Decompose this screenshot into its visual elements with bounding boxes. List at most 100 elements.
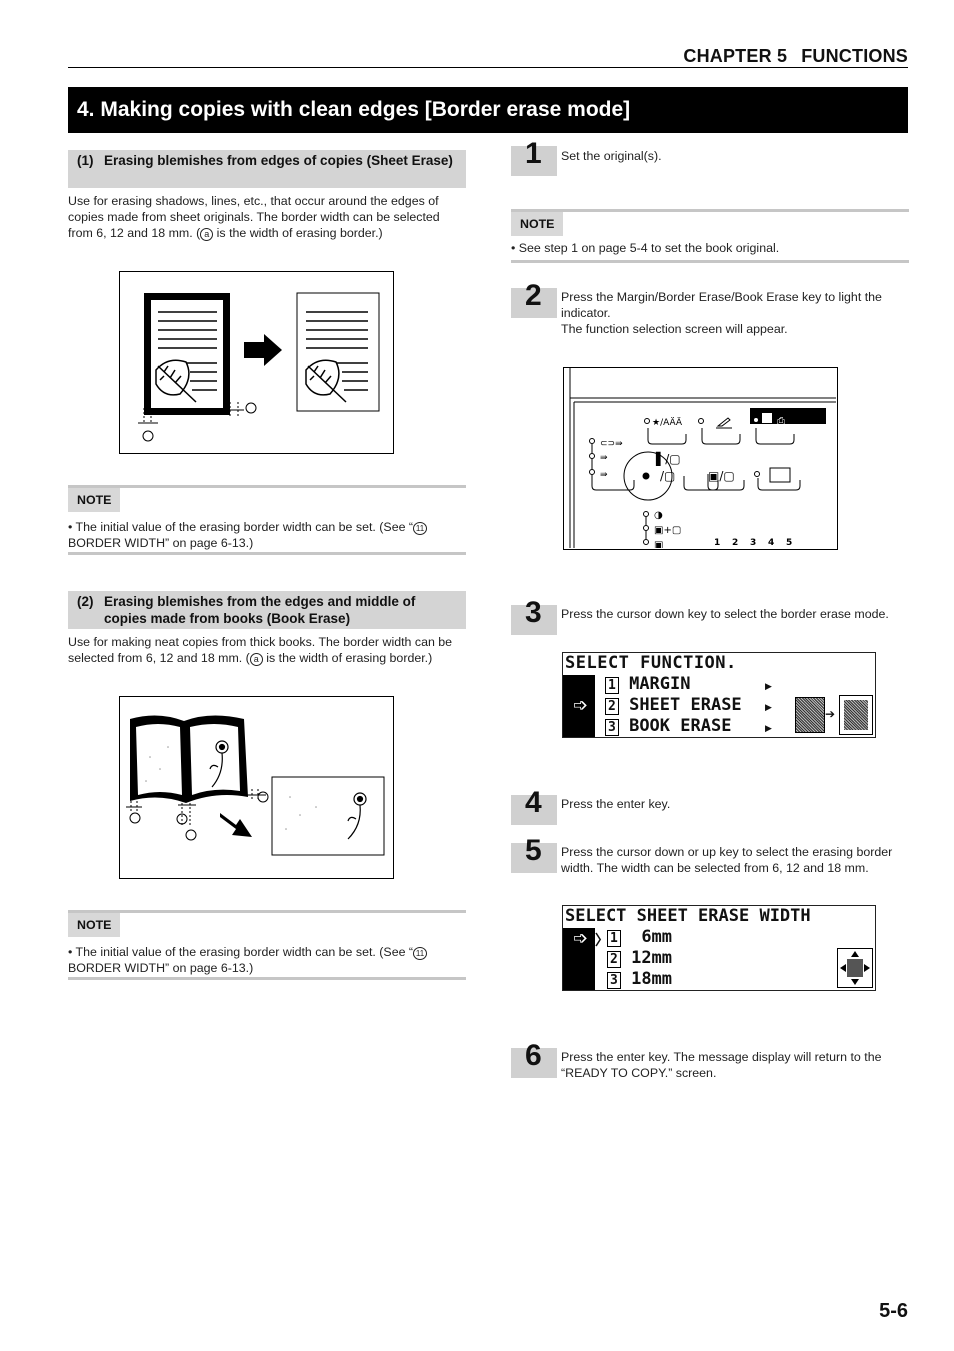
sheet-erase-description: Use for erasing shadows, lines, etc., th… bbox=[68, 193, 466, 241]
step-1-text: Set the original(s). bbox=[561, 149, 662, 163]
exposure-scale: 1 2 3 4 5 bbox=[714, 538, 792, 548]
sheet-erase-note-text: • The initial value of the erasing borde… bbox=[68, 512, 466, 559]
sheet-erase-text-2: is the width of erasing border.) bbox=[213, 226, 383, 240]
lcd-item-book-erase: 3 BOOK ERASE bbox=[605, 716, 731, 736]
lcd-width-6mm: 1 6mm bbox=[607, 927, 672, 947]
step-4-text: Press the enter key. bbox=[561, 797, 671, 811]
note-label: NOTE bbox=[68, 488, 121, 512]
book-erase-text-2: is the width of erasing border.) bbox=[262, 651, 433, 665]
book-border-markers bbox=[126, 789, 269, 841]
step-5-digit: 5 bbox=[525, 834, 542, 867]
svg-text:⇛: ⇛ bbox=[600, 470, 608, 480]
step-1-note: NOTE • See step 1 on page 5-4 to set the… bbox=[511, 209, 909, 263]
marker-11: 11 bbox=[413, 522, 428, 535]
step-3-number: 3 bbox=[511, 596, 557, 635]
note-label-2: NOTE bbox=[68, 913, 121, 937]
lcd-item-2-num: 2 bbox=[605, 698, 619, 715]
lcd-width-3-num: 3 bbox=[607, 972, 621, 989]
book-erase-heading: (2) Erasing blemishes from the edges and… bbox=[68, 591, 466, 629]
lcd-select-function: ➩ SELECT FUNCTION. 1 MARGIN 2 SHEET ERAS… bbox=[562, 652, 876, 738]
triangle-right-icon: ▶ bbox=[765, 681, 772, 691]
chapter-label: CHAPTER 5 bbox=[683, 46, 788, 66]
sheet-erase-heading-text: Erasing blemishes from edges of copies (… bbox=[104, 153, 453, 168]
lcd-width-18mm: 3 18mm bbox=[607, 969, 672, 989]
scale-2: 2 bbox=[732, 538, 738, 548]
lcd-width-3-label: 18mm bbox=[631, 969, 673, 989]
book-erase-text-1: Use for making neat copies from thick bo… bbox=[68, 635, 453, 665]
lcd-width-1-num: 1 bbox=[607, 930, 621, 947]
step-6-number: 6 bbox=[511, 1039, 557, 1078]
control-panel-illustration: ⎙ ★/AÄÄ ⊂⊃⇛ ⇛ ⇛ ▌/▢ bbox=[569, 368, 836, 551]
sheet-erase-preview-before bbox=[795, 697, 825, 733]
flower-icon bbox=[209, 740, 229, 788]
step-1-number: 1 bbox=[511, 137, 557, 176]
svg-text:▣+▢: ▣+▢ bbox=[654, 525, 681, 536]
sheet-erase-illustration bbox=[138, 292, 380, 442]
step-2-digit: 2 bbox=[525, 279, 542, 312]
sheet-erase-note: NOTE • The initial value of the erasing … bbox=[68, 485, 466, 555]
marker-a-2: a bbox=[249, 653, 263, 666]
step-4-digit: 4 bbox=[525, 786, 542, 819]
note-text-2: BORDER WIDTH” on page 6-13.) bbox=[68, 536, 254, 550]
book-erase-heading-text: Erasing blemishes from the edges and mid… bbox=[104, 594, 416, 626]
scale-3: 3 bbox=[750, 538, 756, 548]
lcd-item-1-num: 1 bbox=[605, 677, 619, 694]
lcd-cursor-column bbox=[563, 675, 595, 737]
book-erase-illustration bbox=[126, 715, 385, 856]
arrow-down-right-icon bbox=[220, 813, 252, 837]
book-erase-note: NOTE • The initial value of the erasing … bbox=[68, 910, 466, 980]
cursor-arrow-icon: ➩ bbox=[573, 695, 589, 715]
scale-1: 1 bbox=[714, 538, 720, 548]
step-6-digit: 6 bbox=[525, 1039, 542, 1072]
book-copy-sheet bbox=[271, 776, 385, 856]
sheet-erase-number: (1) bbox=[77, 153, 94, 168]
book-erase-figure bbox=[119, 696, 394, 879]
step-3-text: Press the cursor down key to select the … bbox=[561, 607, 889, 621]
lcd-item-sheet-erase: 2 SHEET ERASE bbox=[605, 695, 742, 715]
lcd-width-title: SELECT SHEET ERASE WIDTH bbox=[565, 906, 811, 926]
lcd-item-3-num: 3 bbox=[605, 719, 619, 736]
step-4-number: 4 bbox=[511, 786, 557, 825]
lcd-width-1-label: 6mm bbox=[641, 927, 673, 947]
note2-text-1: • The initial value of the erasing borde… bbox=[68, 945, 414, 959]
sheet-erase-figure bbox=[119, 271, 394, 454]
arrow-right-icon bbox=[244, 334, 282, 366]
cursor-arrow-icon-width: ➩ bbox=[573, 928, 589, 948]
svg-text:◑: ◑ bbox=[654, 510, 663, 521]
lcd-width-2-num: 2 bbox=[607, 951, 621, 968]
scale-5: 5 bbox=[786, 538, 792, 548]
svg-text:/▢: /▢ bbox=[660, 469, 675, 483]
note2-text-2: BORDER WIDTH” on page 6-13.) bbox=[68, 961, 254, 975]
svg-text:▌/▢: ▌/▢ bbox=[655, 451, 681, 466]
step-6-text: Press the enter key. The message display… bbox=[561, 1050, 882, 1080]
step-2-text-line-2: The function selection screen will appea… bbox=[561, 322, 788, 336]
lcd-select-width: ➩ 〉 SELECT SHEET ERASE WIDTH 1 6mm 2 12m… bbox=[562, 905, 876, 991]
step-5-number: 5 bbox=[511, 834, 557, 873]
lcd-width-cursor-column bbox=[563, 928, 595, 990]
leaf-icon-copy bbox=[305, 359, 347, 403]
copy-sheet bbox=[296, 292, 380, 412]
step-1-note-text: • See step 1 on page 5-4 to set the book… bbox=[511, 241, 780, 255]
flower-icon-copy bbox=[347, 792, 367, 840]
selection-chevron-icon: 〉 bbox=[595, 932, 609, 948]
section-label: FUNCTIONS bbox=[801, 46, 908, 66]
border-width-preview-icon bbox=[837, 948, 873, 988]
header-rule bbox=[68, 67, 908, 68]
panel-lamp-label: ★/AÄÄ bbox=[652, 417, 683, 428]
control-panel-figure: ⎙ ★/AÄÄ ⊂⊃⇛ ⇛ ⇛ ▌/▢ bbox=[563, 367, 838, 551]
lcd-item-1-label: MARGIN bbox=[629, 674, 691, 694]
lcd-item-3-label: BOOK ERASE bbox=[629, 716, 732, 736]
sheet-erase-text-1: Use for erasing shadows, lines, etc., th… bbox=[68, 194, 440, 240]
step-2-number: 2 bbox=[511, 279, 557, 318]
chapter-header: CHAPTER 5 FUNCTIONS bbox=[683, 46, 908, 67]
svg-text:⇛: ⇛ bbox=[600, 453, 608, 463]
step-2-text-line-1: Press the Margin/Border Erase/Book Erase… bbox=[561, 290, 882, 320]
lcd-width-12mm: 2 12mm bbox=[607, 948, 672, 968]
leaf-icon bbox=[155, 359, 197, 403]
scale-4: 4 bbox=[768, 538, 774, 548]
lcd-item-margin: 1 MARGIN bbox=[605, 674, 691, 694]
svg-text:⊂⊃⇛: ⊂⊃⇛ bbox=[600, 439, 623, 449]
margin-erase-indicator bbox=[750, 408, 826, 424]
page-title: 4. Making copies with clean edges [Borde… bbox=[68, 87, 908, 133]
preview-arrow-icon: ➔ bbox=[825, 707, 836, 721]
